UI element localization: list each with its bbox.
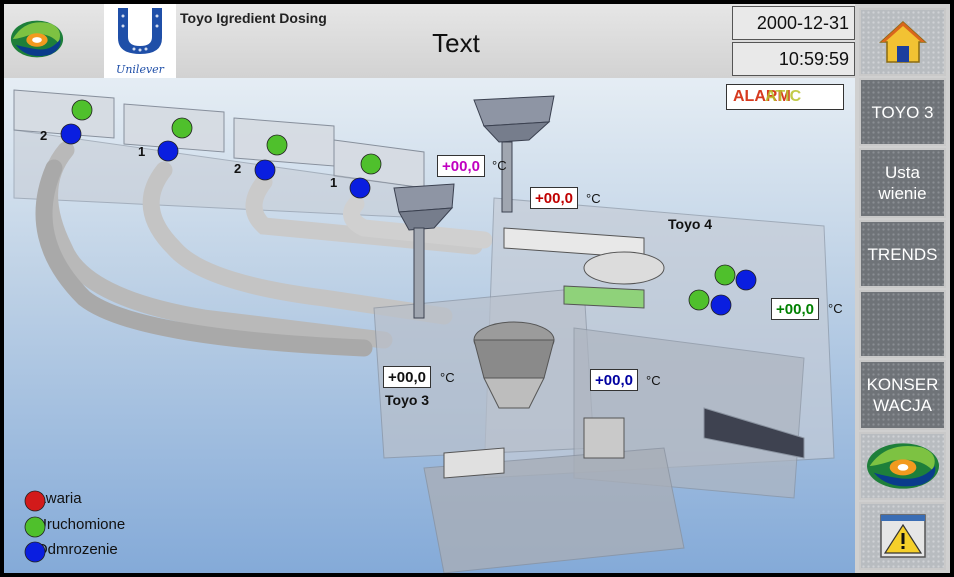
- unilever-logo: Unilever: [104, 4, 176, 78]
- legend-running-label: Uruchomione: [36, 516, 126, 533]
- temperature-value[interactable]: +00,0: [530, 187, 578, 209]
- blank-button[interactable]: [859, 290, 946, 358]
- defrost-dot-icon: [24, 541, 46, 563]
- plant-illustration: [13, 89, 835, 573]
- conservation-button[interactable]: KONSER WACJA: [859, 360, 946, 430]
- temperature-unit: °C: [440, 370, 455, 385]
- home-button[interactable]: [859, 8, 946, 76]
- alarm-text-overlay: ATIC: [765, 88, 802, 105]
- swirl-logo-icon: [10, 20, 64, 58]
- conservation-label-line2: WACJA: [873, 396, 932, 415]
- bin-number: 2: [234, 161, 242, 176]
- logo-button[interactable]: [859, 432, 946, 500]
- temperature-value[interactable]: +00,0: [771, 298, 819, 320]
- temperature-value[interactable]: +00,0: [590, 369, 638, 391]
- alarms-button[interactable]: [859, 502, 946, 570]
- page-title: Text: [432, 28, 480, 58]
- home-icon: [878, 20, 927, 63]
- trends-button[interactable]: TRENDS: [859, 220, 946, 288]
- time-display: 10:59:59: [732, 42, 855, 76]
- unilever-wordmark: Unilever: [116, 63, 164, 76]
- trends-button-label: TRENDS: [867, 244, 938, 264]
- bin-number: 1: [138, 144, 146, 159]
- toyo3-button[interactable]: TOYO 3: [859, 78, 946, 146]
- alarm-indicator[interactable]: ALARM ATIC: [726, 84, 844, 110]
- hoppers: [393, 95, 555, 319]
- legend-failure-label: Awaria: [36, 490, 82, 507]
- temperature-unit: °C: [646, 373, 661, 388]
- unilever-u-icon: [118, 8, 162, 54]
- side-navigation: TOYO 3 Usta wienie TRENDS KONSER WACJA: [855, 4, 950, 573]
- toyo3-label: Toyo 3: [385, 392, 430, 408]
- process-scene: ALARM ATIC 2 1 2 1 +00,0 °C +00,0 °C +00…: [4, 78, 855, 573]
- temperature-value[interactable]: +00,0: [437, 155, 485, 177]
- temperature-unit: °C: [828, 301, 843, 316]
- date-display: 2000-12-31: [732, 6, 855, 40]
- conservation-label-line1: KONSER: [866, 375, 939, 394]
- warning-icon: [879, 514, 926, 558]
- status-indicators: [60, 99, 757, 316]
- header-bar: Unilever Toyo Igredient Dosing Text 2000…: [4, 4, 855, 78]
- alarm-text: ALARM: [733, 88, 791, 105]
- settings-label-line1: Usta: [885, 163, 920, 182]
- toyo4-label: Toyo 4: [668, 216, 713, 232]
- app-title: Toyo Igredient Dosing: [180, 10, 327, 26]
- process-equipment: [443, 227, 665, 479]
- temperature-unit: °C: [586, 191, 601, 206]
- temperature-value[interactable]: +00,0: [383, 366, 431, 388]
- legend-defrost-label: Odmrozenie: [36, 541, 118, 558]
- pipes: [35, 141, 493, 357]
- bin-number: 1: [330, 175, 338, 190]
- toyo3-button-label: TOYO 3: [871, 102, 934, 122]
- temperature-unit: °C: [492, 158, 507, 173]
- bin-number: 2: [40, 128, 48, 143]
- legend-failure: Awaria: [24, 490, 82, 512]
- swirl-logo-icon: [866, 443, 939, 489]
- failure-dot-icon: [24, 490, 46, 512]
- settings-button[interactable]: Usta wienie: [859, 148, 946, 218]
- legend-running: Uruchomione: [24, 516, 126, 538]
- legend-defrost: Odmrozenie: [24, 541, 118, 563]
- running-dot-icon: [24, 516, 46, 538]
- settings-label-line2: wienie: [878, 184, 927, 203]
